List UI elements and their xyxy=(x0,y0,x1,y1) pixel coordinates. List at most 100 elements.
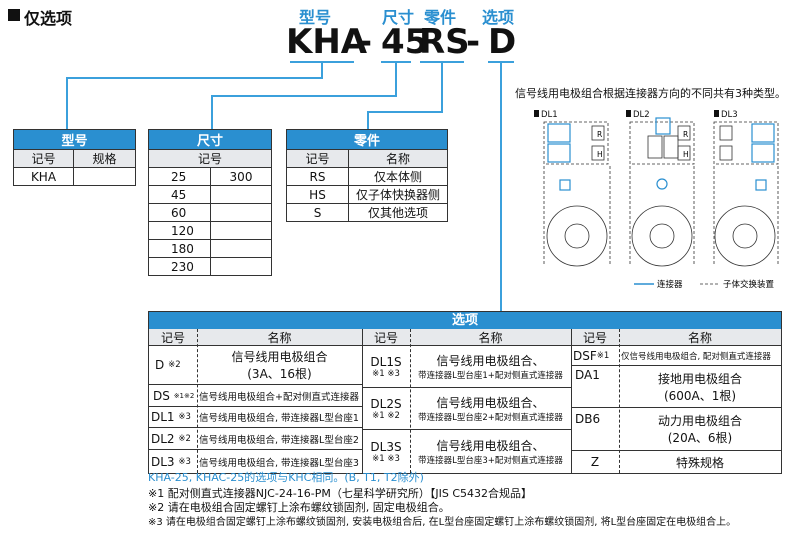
code-kha: KHA xyxy=(286,22,368,62)
part-code-label: 零件 xyxy=(424,8,457,27)
opt-code-cell: DL3 ※3 xyxy=(149,450,197,473)
opt-mark: ※1 ※3 xyxy=(372,453,400,464)
opt-name-cell: 信号线用电极组合、 带连接器L型台座3+配对侧直式连接器 xyxy=(410,430,571,473)
opt-mark: ※1 ※3 xyxy=(372,368,400,379)
size-cell xyxy=(210,221,272,240)
size-cell xyxy=(210,185,272,204)
size-cell xyxy=(210,239,272,258)
part-cell: 仅子体快换器侧 xyxy=(348,185,448,204)
model-row-spec xyxy=(73,167,136,186)
code-dash-2: - xyxy=(466,22,481,62)
opt-mark: ※1 xyxy=(596,350,610,361)
connector-type-diagram: DL1 DL2 DL3 R H R H xyxy=(534,110,779,290)
size-code-label: 尺寸 xyxy=(382,8,415,27)
dl1-label: DL1 xyxy=(541,110,558,120)
model-table-title: 型号 xyxy=(13,129,136,150)
part-header-name: 名称 xyxy=(348,149,448,168)
dl1-r-label: R xyxy=(597,130,602,139)
opt-code-cell: DS ※1※2 xyxy=(149,385,197,407)
opt-header-code-2: 记号 xyxy=(362,329,410,346)
options-table: 选项 记号 名称 记号 名称 记号 名称 D ※2 信号线用电极组合 (3A、1… xyxy=(148,311,782,474)
opt-code-cell: Z xyxy=(590,455,600,469)
opt-mark: ※1※2 xyxy=(173,391,195,400)
opt-code-cell: DL2S ※1 ※2 xyxy=(362,388,410,430)
legend-sub: 子体交换装置 xyxy=(723,279,775,290)
opt-name-line: 信号线用电极组合、 xyxy=(436,439,545,453)
opt-mark: ※2 xyxy=(178,433,191,444)
opt-name-line: 信号线用电极组合、 xyxy=(436,396,545,410)
size-cell xyxy=(210,257,272,276)
opt-name-cell: 信号线用电极组合 (3A、16根) xyxy=(197,346,362,385)
opt-header-name-2: 名称 xyxy=(410,329,571,346)
size-cell: 45 xyxy=(148,185,211,204)
opt-mark: ※3 xyxy=(178,456,191,467)
size-cell xyxy=(210,203,272,222)
opt-code-cell: DB6 xyxy=(571,408,619,451)
dl2-label: DL2 xyxy=(633,110,650,120)
dl3-label: DL3 xyxy=(721,110,738,120)
model-header-spec: 规格 xyxy=(73,149,136,168)
opt-code: DS xyxy=(153,388,170,403)
opt-name-line: 带连接器L型台座3+配对侧直式连接器 xyxy=(418,456,563,466)
model-row-code: KHA xyxy=(13,167,74,186)
dl2-h-label: H xyxy=(683,150,689,159)
opt-code-cell: DL1 ※3 xyxy=(149,407,197,428)
opt-code: DB6 xyxy=(575,412,601,426)
opt-name-line: (600A、1根) xyxy=(663,388,737,403)
part-cell: 仅本体侧 xyxy=(348,167,448,186)
size-header-code: 记号 xyxy=(148,149,272,168)
opt-mark: ※1 ※2 xyxy=(372,410,400,421)
note-1: ※1 配对侧直式连接器NJC-24-16-PM（七星科学研究所）【JIS C54… xyxy=(148,487,533,500)
size-cell: 25 xyxy=(148,167,211,186)
code-option: D xyxy=(488,22,517,62)
dl3-marker xyxy=(714,110,719,117)
opt-code-cell: DL3S ※1 ※3 xyxy=(362,430,410,473)
opt-dash-divider xyxy=(619,329,620,473)
section-bullet xyxy=(8,9,20,21)
opt-header-code-3: 记号 xyxy=(571,329,619,346)
diagram-caption: 信号线用电极组合根据连接器方向的不同共有3种类型。 xyxy=(515,87,786,100)
opt-name-cell: 信号线用电极组合, 带连接器L型台座1 xyxy=(197,407,362,428)
code-part: RS xyxy=(419,22,470,62)
dl1-marker xyxy=(534,110,539,117)
part-table-title: 零件 xyxy=(286,129,448,150)
opt-header-name-3: 名称 xyxy=(619,329,781,346)
opt-dash-divider xyxy=(197,329,198,473)
size-cell: 60 xyxy=(148,203,211,222)
opt-name-line: (3A、16根) xyxy=(247,367,312,381)
opt-name-cell: 信号线用电极组合, 带连接器L型台座3 xyxy=(199,457,359,469)
opt-col-divider xyxy=(571,329,572,473)
opt-code: DA1 xyxy=(575,368,600,382)
opt-code-cell: D ※2 xyxy=(149,346,197,385)
part-cell: HS xyxy=(286,185,349,204)
opt-dash-divider xyxy=(410,329,411,473)
opt-name-cell: 信号线用电极组合, 带连接器L型台座2 xyxy=(197,428,362,450)
size-cell: 120 xyxy=(148,221,211,240)
part-header-code: 记号 xyxy=(286,149,349,168)
note-blue: KHA-25, KHAC-25的选项与KHC相同。(B, T1, T2除外) xyxy=(148,471,424,484)
model-header-code: 记号 xyxy=(13,149,74,168)
size-cell: 300 xyxy=(210,167,272,186)
opt-name-cell: 信号线用电极组合+配对侧直式连接器 xyxy=(197,385,362,407)
opt-code: DL3 xyxy=(151,454,175,469)
opt-name-line: 信号线用电极组合 xyxy=(231,350,328,364)
option-code-label: 选项 xyxy=(482,8,515,27)
code-dash-1: - xyxy=(358,22,373,62)
opt-code-cell: DL2 ※2 xyxy=(149,428,197,450)
part-cell: 仅其他选项 xyxy=(348,203,448,222)
opt-name-line: 带连接器L型台座1+配对侧直式连接器 xyxy=(418,371,563,381)
opt-name-line: (20A、6根) xyxy=(667,431,733,445)
options-table-title: 选项 xyxy=(149,312,781,329)
part-cell: RS xyxy=(286,167,349,186)
note-2: ※2 请在电极组合固定螺钉上涂布螺纹锁固剂, 固定电极组合。 xyxy=(148,501,450,514)
opt-code-cell: DL1S ※1 ※3 xyxy=(362,346,410,388)
opt-header-code-1: 记号 xyxy=(149,329,197,346)
opt-code: DL1 xyxy=(151,410,175,424)
opt-name-cell: 信号线用电极组合、 带连接器L型台座2+配对侧直式连接器 xyxy=(410,388,571,430)
opt-code-cell: DSF※1 xyxy=(571,346,619,366)
opt-code: DL3S xyxy=(370,439,402,454)
dl1-h-label: H xyxy=(597,150,603,159)
dl2-r-label: R xyxy=(683,130,688,139)
